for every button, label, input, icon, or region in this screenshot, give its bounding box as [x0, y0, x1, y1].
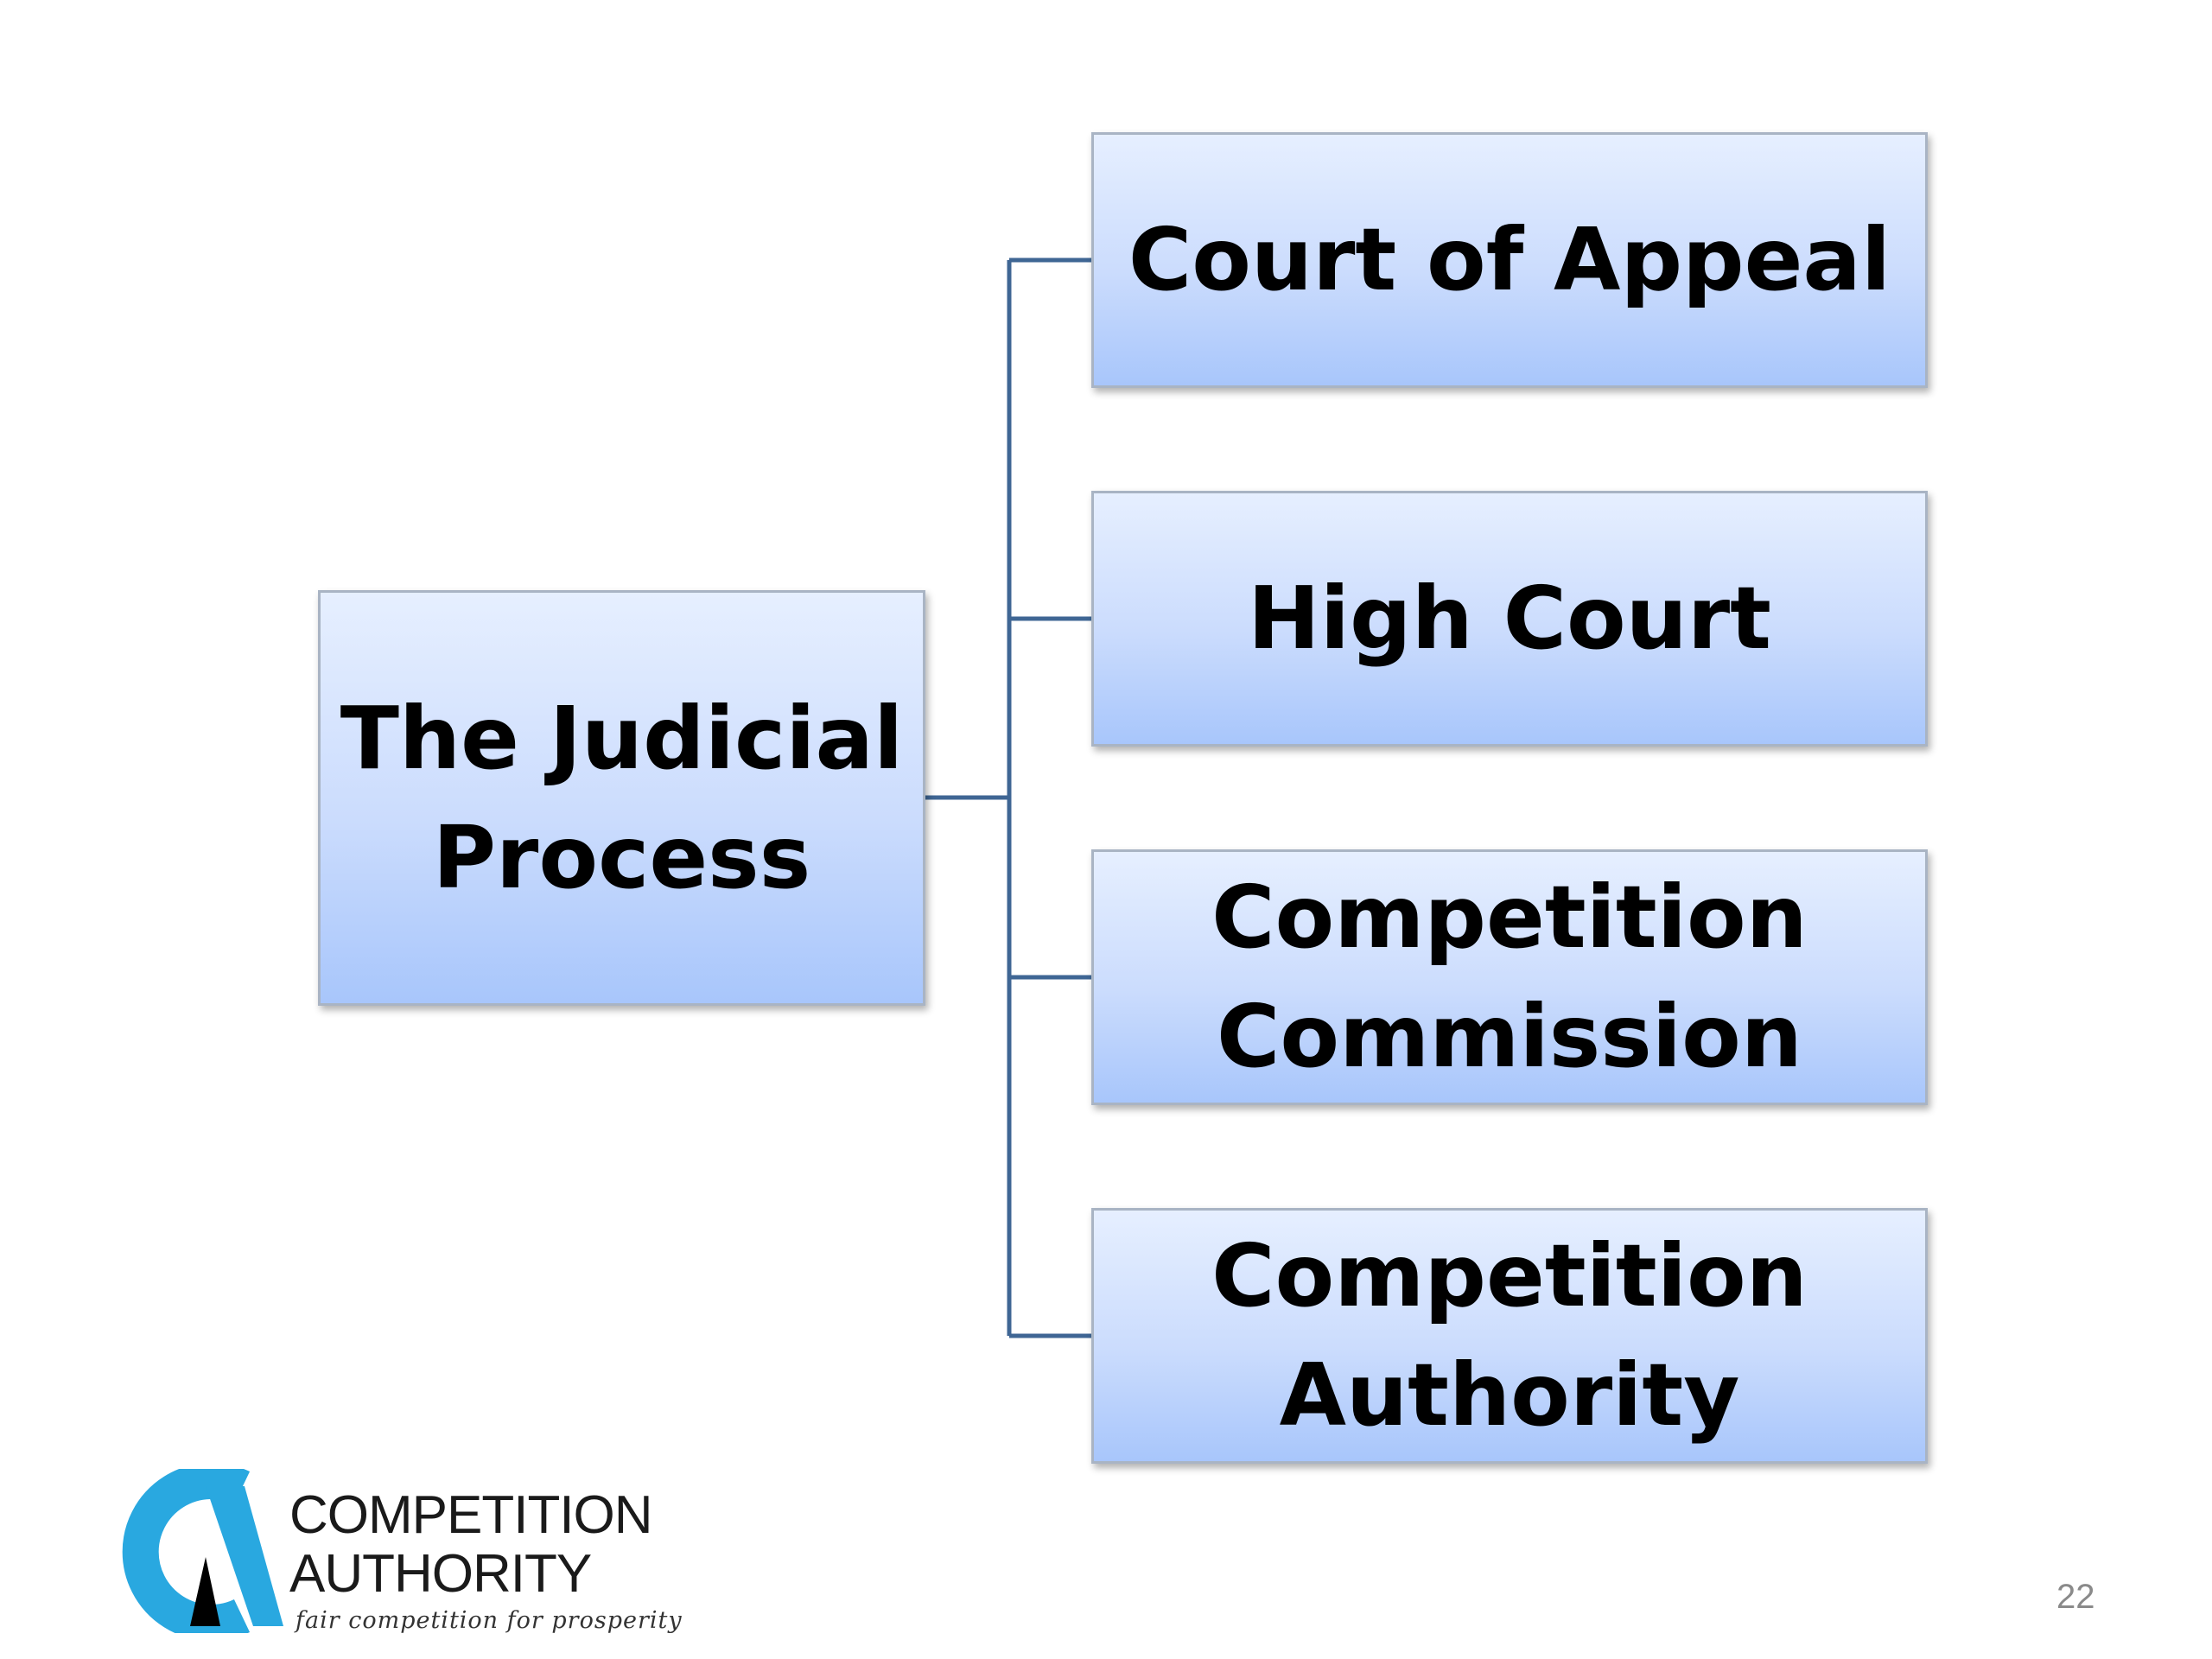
node-court-of-appeal: Court of Appeal	[1091, 132, 1928, 388]
node-the-judicial-process: The Judicial Process	[318, 590, 925, 1006]
node-high-court: High Court	[1091, 491, 1928, 747]
logo-mark-icon	[122, 1469, 283, 1633]
logo-tagline: fair competition for prosperity	[296, 1607, 683, 1634]
node-label: Competition Authority	[1211, 1225, 1808, 1446]
node-competition-commission: Competition Commission	[1091, 849, 1928, 1105]
logo-wordmark: COMPETITION AUTHORITY	[289, 1485, 653, 1604]
node-label: Court of Appeal	[1128, 209, 1891, 310]
node-label: The Judicial Process	[340, 687, 904, 908]
logo-line-2: AUTHORITY	[289, 1544, 592, 1604]
node-label: Competition Commission	[1211, 867, 1808, 1087]
node-competition-authority: Competition Authority	[1091, 1208, 1928, 1464]
competition-authority-logo: COMPETITION AUTHORITY fair competition f…	[104, 1469, 726, 1642]
logo-line-1: COMPETITION	[289, 1485, 653, 1545]
node-label: High Court	[1248, 568, 1771, 669]
page-number: 22	[2056, 1578, 2095, 1616]
